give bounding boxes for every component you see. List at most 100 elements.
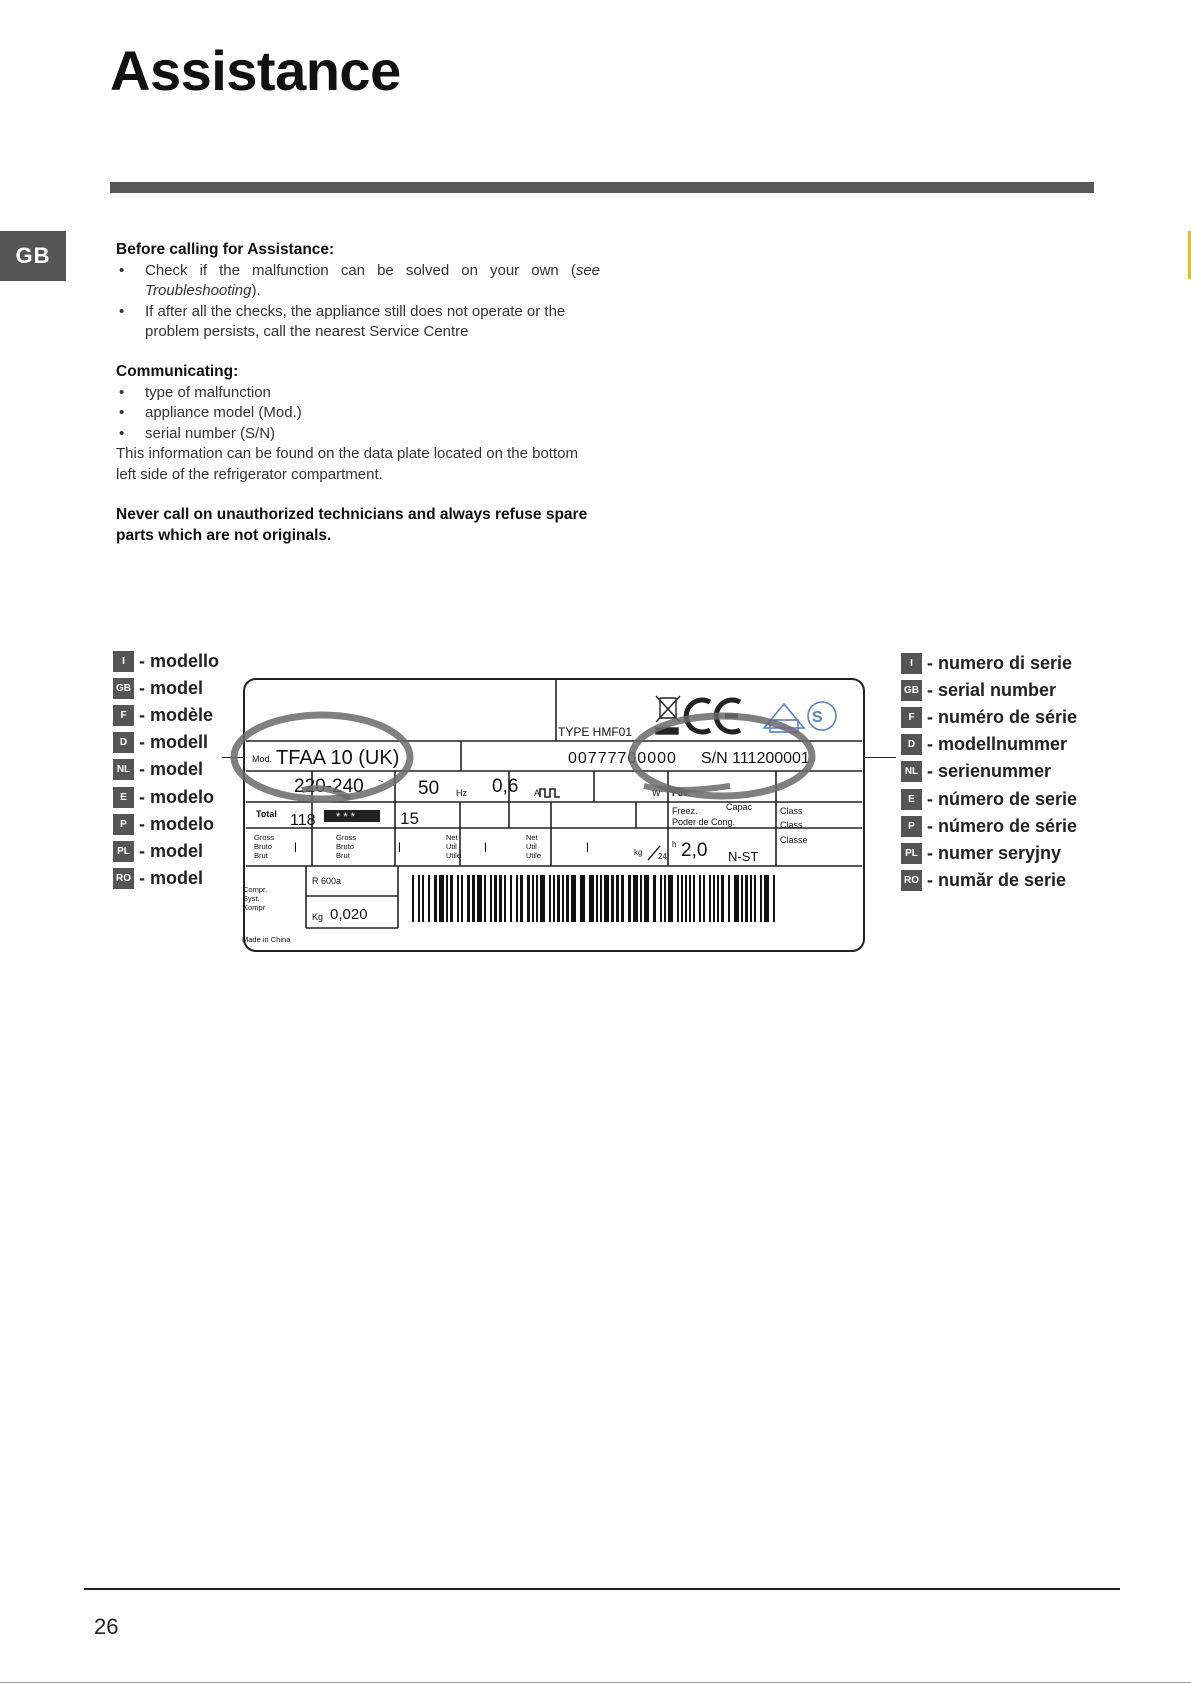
made-in: Made in China <box>242 935 291 944</box>
barcode-bar <box>557 875 560 922</box>
barcode-bar <box>628 875 631 922</box>
before-heading: Before calling for Assistance: <box>116 241 335 258</box>
lang-badge: D <box>113 731 134 753</box>
barcode-bar <box>494 875 497 922</box>
barcode-bar <box>604 875 609 922</box>
model-label-text: - model <box>139 840 204 861</box>
model-label-text: - modelo <box>139 813 214 834</box>
communicating-section: Communicating: type of malfunction appli… <box>116 362 600 485</box>
serial-label-row: GB- serial number <box>901 679 1056 701</box>
current-value: 0,6 <box>492 776 518 797</box>
barcode-bar <box>412 875 414 922</box>
serial-label-row: PL- numer seryjny <box>901 842 1061 864</box>
barcode-bar <box>589 875 594 922</box>
kg-label: kg <box>634 848 642 857</box>
lang-badge: NL <box>113 758 134 780</box>
data-plate-info: This information can be found on the dat… <box>116 445 578 483</box>
star-rating-box <box>324 810 380 822</box>
product-code: 00777700000 <box>568 750 677 767</box>
barcode-bar <box>536 875 538 922</box>
barcode-bar <box>477 875 482 922</box>
total-label: Total <box>256 809 277 819</box>
barcode-bar <box>457 875 459 922</box>
refrigerant-kg-label: Kg <box>312 912 323 922</box>
barcode-bar <box>668 875 673 922</box>
lang-badge: PL <box>901 842 922 864</box>
barcode-bar <box>717 875 719 922</box>
gross-label-1: Gross <box>336 833 356 842</box>
model-label-text: - modèle <box>139 704 214 725</box>
barcode-bar <box>616 875 619 922</box>
gross-label-2: Bruto <box>254 842 272 851</box>
serial-label-text: - número de série <box>927 815 1078 836</box>
barcode-bar <box>510 875 512 922</box>
barcode-bar <box>653 875 656 922</box>
model-label-row: E- modelo <box>113 786 214 808</box>
title-divider <box>110 182 1094 193</box>
net-label-2: Util <box>446 842 457 851</box>
lang-badge: RO <box>901 869 922 891</box>
barcode-bar <box>553 875 555 922</box>
current-unit: A <box>534 788 540 798</box>
lang-badge: E <box>113 786 134 808</box>
star-rating: * * * <box>336 811 356 823</box>
lang-badge: PL <box>113 840 134 862</box>
barcode-bar <box>562 875 564 922</box>
star-value: 15 <box>400 809 419 828</box>
model-label-text: - modelo <box>139 786 214 807</box>
model-label-text: - model <box>139 677 204 698</box>
serial-label-text: - serial number <box>927 679 1057 700</box>
lang-badge: I <box>113 650 134 672</box>
serial-label-text: - numero di serie <box>927 652 1073 673</box>
barcode-bar <box>532 875 534 922</box>
lang-badge: P <box>901 815 922 837</box>
communicating-heading: Communicating: <box>116 363 239 380</box>
barcode-bar <box>499 875 502 922</box>
barcode-bar <box>571 875 576 922</box>
before-calling-section: Before calling for Assistance: Check if … <box>116 240 600 343</box>
model-label-row: P- modelo <box>113 813 214 835</box>
model-label-text: - model <box>139 867 204 888</box>
model-label-row: D- modell <box>113 731 208 753</box>
barcode-bar <box>640 875 642 922</box>
model-label-text: - modell <box>139 731 209 752</box>
serial-leader-line <box>858 757 896 758</box>
climate-class: N-ST <box>728 849 758 864</box>
barcode-bar <box>693 875 695 922</box>
lang-badge: GB <box>901 679 922 701</box>
model-label-text: - model <box>139 758 204 779</box>
litre-unit: l <box>586 840 589 855</box>
troubleshooting-ref: see Troubleshooting <box>145 261 600 300</box>
watt-unit: W <box>652 788 661 798</box>
capacity-label: Capac <box>726 802 753 812</box>
barcode-bar <box>709 875 711 922</box>
barcode-bar <box>773 875 775 922</box>
class-label-2: Class <box>780 820 803 830</box>
barcode-bar <box>745 875 748 922</box>
model-label-row: F- modèle <box>113 704 213 726</box>
per-slash <box>647 845 661 861</box>
barcode-bar <box>681 875 683 922</box>
frequency-value: 50 <box>418 778 439 799</box>
barcode-bar <box>580 875 585 922</box>
barcode-bar <box>566 875 569 922</box>
model-label-row: NL- model <box>113 758 203 780</box>
barcode-bar <box>689 875 691 922</box>
barcode-bar <box>721 875 724 922</box>
gross-label-3: Brut <box>254 851 269 860</box>
barcode <box>412 875 775 922</box>
model-label-row: GB- model <box>113 677 203 699</box>
language-tab: GB <box>0 231 66 281</box>
barcode-bar <box>472 875 475 922</box>
freez-label-2: Poder de Cong. <box>672 817 735 827</box>
list-item: type of malfunction <box>116 383 600 404</box>
mod-label: Mod. <box>252 754 272 764</box>
lang-badge: F <box>901 706 922 728</box>
serial-label-text: - modellnummer <box>927 733 1068 754</box>
litre-unit: l <box>294 840 297 855</box>
refrigerant-type: R 600a <box>312 876 341 886</box>
list-item-text: Check if the malfunction can be solved o… <box>145 261 576 279</box>
serial-label-row: E- número de serie <box>901 788 1077 810</box>
barcode-bar <box>728 875 730 922</box>
voltage-unit: ~ <box>378 776 383 786</box>
